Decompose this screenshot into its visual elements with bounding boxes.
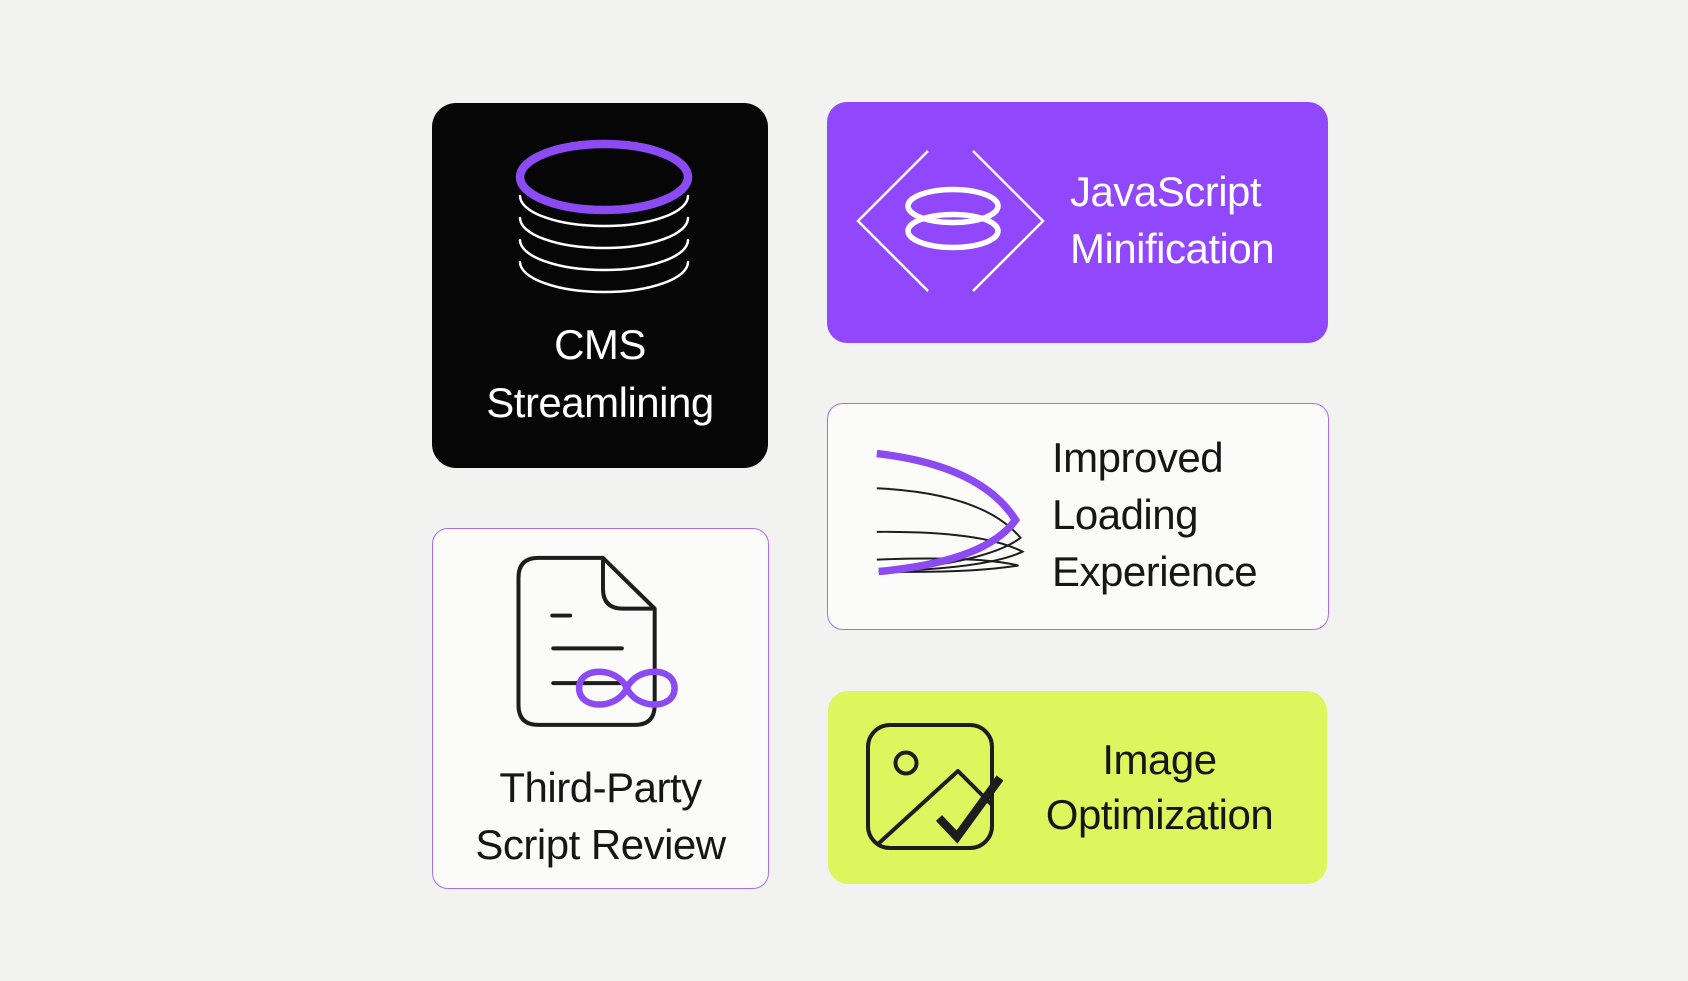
code-brackets-rings-icon [856, 150, 1045, 292]
image-checkmark-icon [866, 723, 1004, 850]
card-javascript-minification: JavaScript Minification [827, 102, 1328, 343]
card-image-optimization: Image Optimization [828, 691, 1327, 884]
card-title-line: Streamlining [486, 379, 714, 426]
card-title-line: Script Review [475, 821, 726, 868]
card-improved-loading-experience: Improved Loading Experience [827, 403, 1329, 630]
card-title-line: CMS [554, 321, 646, 368]
card-cms-streamlining: CMS Streamlining [432, 103, 768, 468]
card-title-line: Loading [1052, 491, 1198, 538]
card-third-party-script-review: Third-Party Script Review [432, 528, 769, 889]
card-title-line: Improved [1052, 434, 1224, 481]
card-title-line: Experience [1052, 548, 1258, 595]
document-infinity-icon [516, 555, 678, 727]
card-title-line: Minification [1070, 225, 1275, 272]
card-title: JavaScript Minification [1070, 163, 1275, 277]
card-title-line: Image [1102, 736, 1217, 783]
card-title: Improved Loading Experience [1052, 429, 1258, 600]
card-title-line: Optimization [1045, 791, 1274, 838]
database-icon [515, 139, 693, 294]
card-title-line: JavaScript [1070, 168, 1262, 215]
speed-swoosh-icon [876, 449, 1025, 576]
card-title: Third-Party Script Review [433, 759, 768, 873]
card-title: CMS Streamlining [432, 316, 768, 432]
card-title: Image Optimization [992, 732, 1327, 842]
card-title-line: Third-Party [499, 764, 702, 811]
